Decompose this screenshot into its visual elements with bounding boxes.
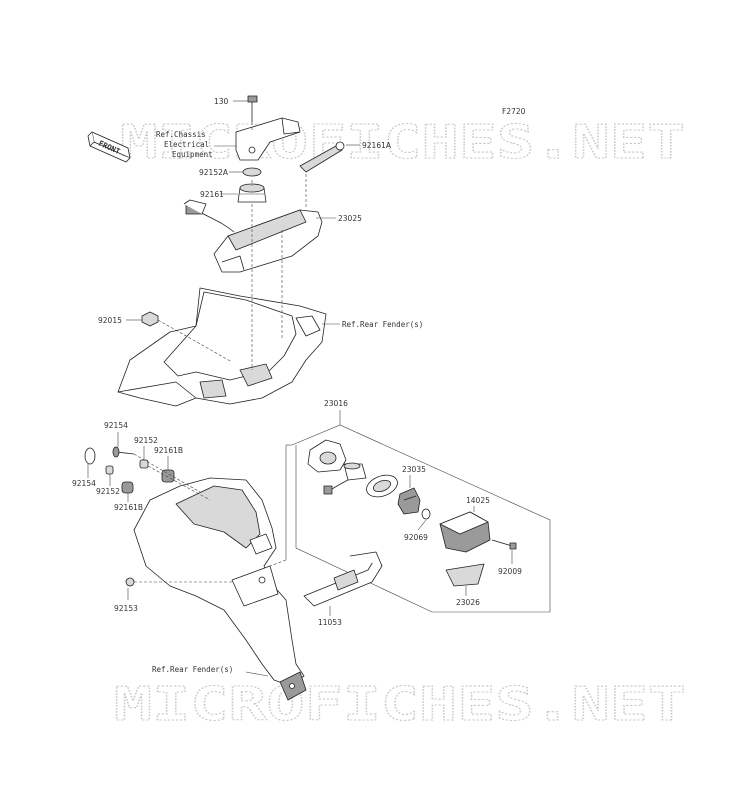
ref-rear-fender-lower: Ref.Rear Fender(s) xyxy=(152,665,233,674)
label-92153: 92153 xyxy=(114,604,138,613)
label-92161A: 92161A xyxy=(362,141,392,150)
assembly-guide-lines xyxy=(157,122,307,370)
label-23035: 23035 xyxy=(402,465,426,474)
ref-chassis-line2: Electrical xyxy=(164,140,209,149)
label-23026: 23026 xyxy=(456,598,480,607)
watermark-bottom: MICROFICHES.NET xyxy=(114,677,686,731)
label-92009: 92009 xyxy=(498,567,522,576)
label-23025: 23025 xyxy=(338,214,362,223)
ref-chassis-line3: Equipment xyxy=(172,150,213,159)
washer-92154-left-part xyxy=(84,447,96,465)
nut-92015-part xyxy=(141,311,159,327)
license-bracket-11053-part xyxy=(303,551,383,607)
ref-chassis-line1: Ref.Chassis xyxy=(156,130,206,139)
label-92152-bottom: 92152 xyxy=(96,487,120,496)
bolt-130-part xyxy=(247,95,258,122)
label-92152A: 92152A xyxy=(199,168,229,177)
grommet-92161B-top-part xyxy=(161,469,175,483)
grommet-92161-part xyxy=(237,183,267,203)
label-92069: 92069 xyxy=(404,533,428,542)
lens-cover-14025-part xyxy=(439,511,491,553)
label-11053: 11053 xyxy=(318,618,342,627)
label-92015: 92015 xyxy=(98,316,122,325)
collar-92152-top-part xyxy=(139,459,149,469)
lamp-socket-part xyxy=(323,462,367,495)
license-lamp-housing-part xyxy=(307,439,347,473)
screw-92154-top-part xyxy=(112,446,135,458)
label-92154-top: 92154 xyxy=(104,421,128,430)
figure-code: F2720 xyxy=(502,107,526,116)
front-arrow-badge: FRONT xyxy=(87,131,131,163)
label-130: 130 xyxy=(214,97,229,106)
screw-92009-part xyxy=(491,539,517,550)
rear-fender-upper-part xyxy=(117,287,327,407)
label-92152-top: 92152 xyxy=(134,436,158,445)
label-92161B-top: 92161B xyxy=(154,446,183,455)
collar-92152-bottom-part xyxy=(105,465,114,475)
label-92161-top: 92161 xyxy=(200,190,224,199)
ref-rear-fender-upper: Ref.Rear Fender(s) xyxy=(342,320,423,329)
label-92154-left: 92154 xyxy=(72,479,96,488)
reflector-23026-part xyxy=(445,563,485,587)
washer-92152A-part xyxy=(242,167,262,177)
watermark-top: MICROFICHES.NET xyxy=(120,115,685,169)
bolt-92153-part xyxy=(125,577,232,587)
clip-23035-part xyxy=(397,487,421,515)
label-23016: 23016 xyxy=(324,399,348,408)
label-14025: 14025 xyxy=(466,496,490,505)
label-92161B-bottom: 92161B xyxy=(114,503,143,512)
grommet-92161B-bottom-part xyxy=(121,481,134,494)
lens-ring-part xyxy=(366,474,398,498)
bulb-92069-part xyxy=(421,508,431,520)
tail-light-23025-part xyxy=(183,199,323,273)
strap-92161A-part xyxy=(299,141,345,173)
